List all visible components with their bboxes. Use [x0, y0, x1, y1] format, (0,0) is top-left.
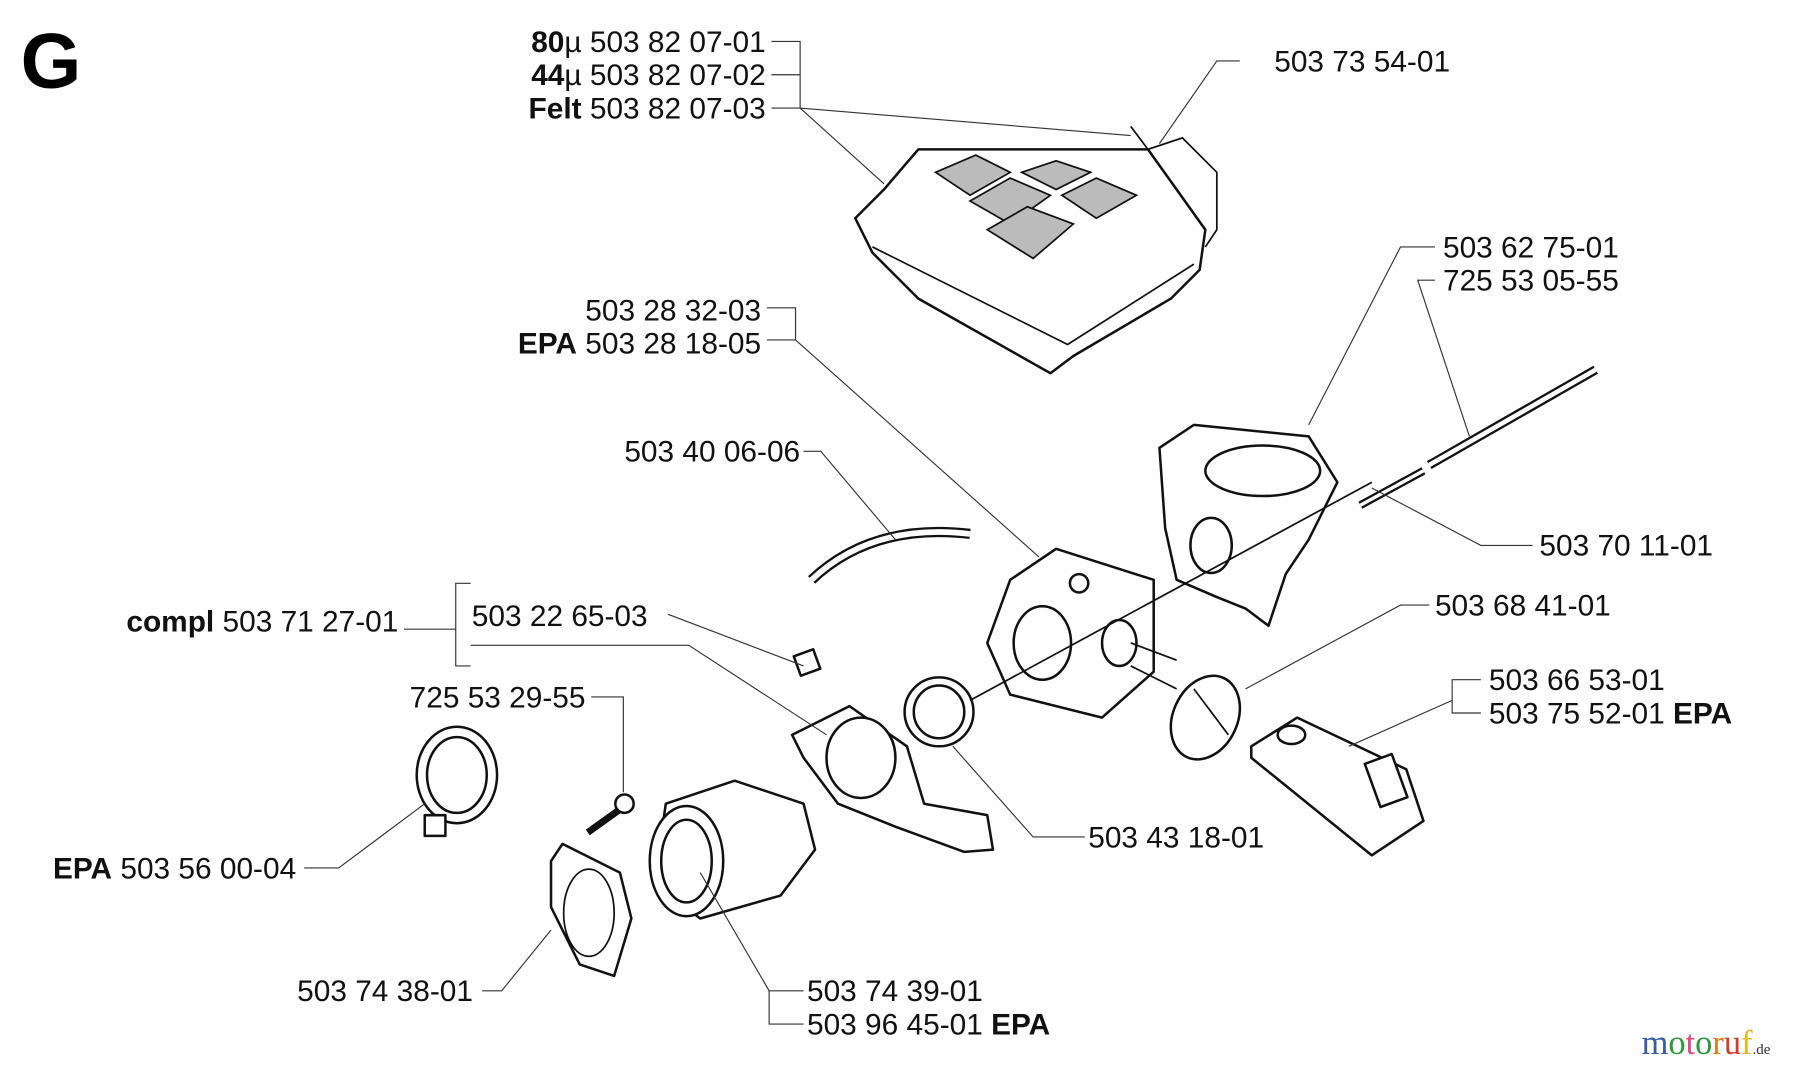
hose-drawing	[808, 526, 971, 584]
label-guide-a: 503 66 53-01	[1489, 664, 1665, 697]
choke-drawing	[1169, 674, 1242, 761]
bolt-drawing	[1358, 365, 1598, 509]
screw-drawing	[585, 793, 635, 836]
intake-flange-drawing	[1158, 423, 1339, 628]
label-pin: 503 70 11-01	[1539, 530, 1713, 563]
label-filter-felt: Felt 503 82 07-03	[529, 92, 766, 125]
label-intake-a: 503 74 39-01	[807, 975, 983, 1008]
label-bolt: 725 53 05-55	[1443, 265, 1619, 298]
guide-drawing	[1250, 716, 1425, 857]
ring-drawing	[903, 676, 975, 748]
label-compl: compl 503 71 27-01	[126, 606, 398, 639]
air-filter-drawing	[853, 125, 1218, 375]
label-carb-a: 503 28 32-03	[585, 294, 761, 327]
watermark-logo: motoruf.de	[1642, 1024, 1771, 1062]
label-flange: 503 62 75-01	[1443, 231, 1619, 264]
section-letter: G	[21, 16, 82, 104]
clamp-drawing	[415, 725, 499, 838]
label-cover-clip: 503 73 54-01	[1274, 45, 1450, 78]
label-filter-80: 80µ 503 82 07-01	[531, 26, 765, 59]
leader-lines	[304, 40, 1533, 1025]
label-filter-44: 44µ 503 82 07-02	[531, 59, 765, 92]
label-bracket: 503 22 65-03	[472, 600, 648, 633]
label-clamp-epa: EPA 503 56 00-04	[53, 852, 296, 885]
label-hose: 503 40 06-06	[624, 436, 800, 469]
label-carb-epa: EPA 503 28 18-05	[518, 328, 761, 361]
intake-drawing	[648, 779, 817, 920]
gasket-drawing	[549, 842, 633, 978]
carburetor-drawing	[985, 547, 1178, 719]
assembly-axis	[969, 481, 1373, 702]
label-guide-epa: 503 75 52-01 EPA	[1489, 697, 1732, 730]
label-intake-epa: 503 96 45-01 EPA	[807, 1008, 1050, 1041]
label-choke: 503 68 41-01	[1435, 589, 1611, 622]
bracket-drawing	[790, 647, 995, 854]
label-gasket: 503 74 38-01	[297, 975, 473, 1008]
label-ring: 503 43 18-01	[1088, 821, 1264, 854]
label-screw: 725 53 29-55	[410, 681, 586, 714]
